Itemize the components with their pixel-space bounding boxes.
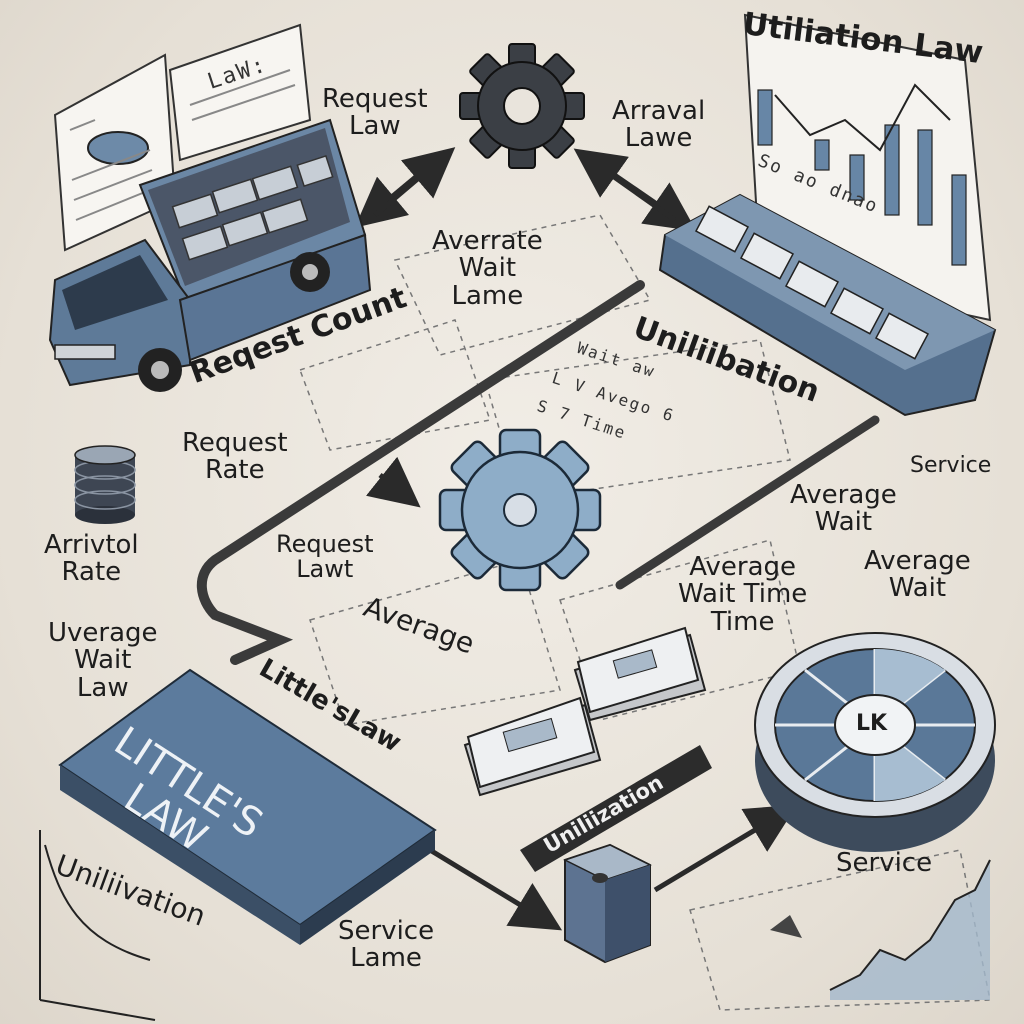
- arrows: [354, 147, 798, 931]
- lk-dial-label: LK: [856, 711, 888, 736]
- lk-dial-icon: [754, 632, 996, 852]
- clipboard-illustration: [53, 23, 312, 252]
- winding-arrow-path: [196, 280, 645, 665]
- label-average-wait-time-time: Average Wait Time Time: [678, 552, 808, 637]
- label-arrival-lawe: Arraval Lawe: [612, 96, 706, 154]
- small-cards: [463, 626, 707, 797]
- label-average-wait-lame: Averrate Wait Lame: [432, 226, 543, 311]
- gear-icon-center: [438, 428, 602, 592]
- diagonal-arrow-right: [615, 415, 880, 590]
- cube-icon: [563, 843, 652, 964]
- label-request-rate: Request Rate: [182, 428, 288, 486]
- utilization-arrow-band: [520, 745, 712, 872]
- sparkline-bottom-right: [770, 859, 991, 1000]
- label-average-wait-right: Average Wait: [790, 480, 897, 538]
- label-average-wait-far-right: Average Wait: [864, 546, 971, 604]
- label-uverage-wait-law: Uverage Wait Law: [48, 618, 158, 703]
- littles-law-slab: [58, 668, 437, 945]
- label-service-lame: Service Lame: [338, 916, 435, 974]
- label-arrival-rate: Arrivtol Rate: [44, 530, 139, 588]
- label-service-right: Service: [910, 453, 992, 478]
- gear-icon-top: [459, 43, 585, 169]
- label-request-law: Request Law: [322, 84, 428, 142]
- coin-stack-icon: [74, 445, 136, 524]
- label-request-lawt: Request Lawt: [276, 530, 374, 584]
- truck-illustration: [48, 118, 372, 392]
- label-service-bottom-right: Service: [836, 848, 933, 878]
- keypad-device: [658, 193, 997, 417]
- line-graph-bottom-left: [39, 830, 156, 1021]
